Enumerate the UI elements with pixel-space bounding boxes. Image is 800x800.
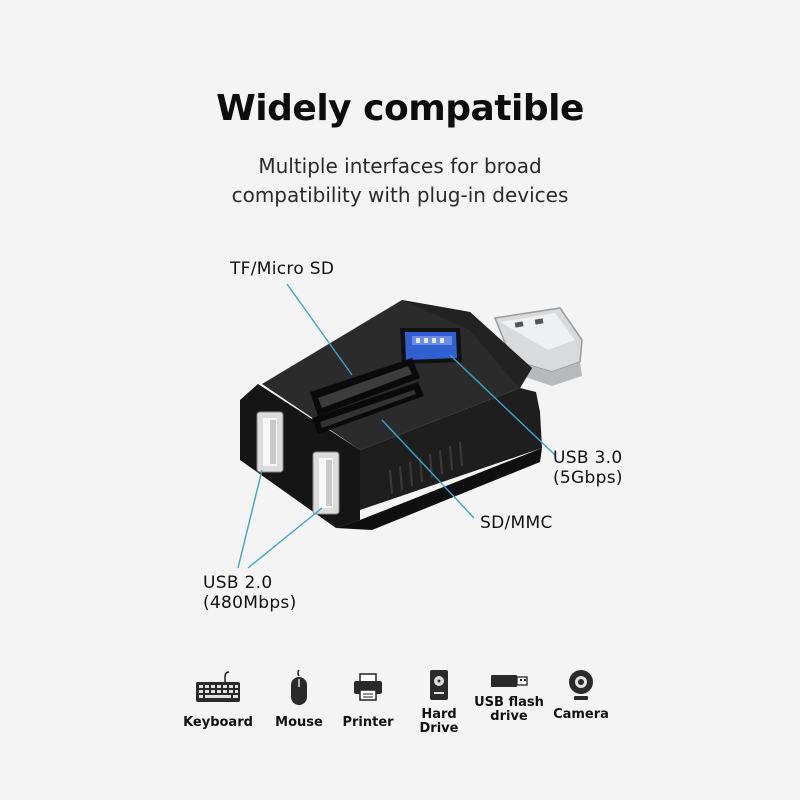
- device-label-line-2: Drive: [419, 721, 459, 736]
- hub-body: [240, 300, 542, 530]
- callout-usb3-speed: (5Gbps): [553, 468, 623, 488]
- usb3-port: [400, 328, 462, 364]
- printer-icon: [354, 673, 382, 701]
- page-subtitle: Multiple interfaces for broad compatibil…: [0, 152, 800, 210]
- device-mouse: Mouse: [266, 668, 332, 730]
- keyboard-icon: [196, 671, 240, 702]
- device-label-line-1: USB flash: [474, 695, 544, 710]
- compatible-devices-row: Keyboard Mouse Printer Hard Drive: [168, 668, 638, 748]
- device-hard-drive: Hard Drive: [414, 668, 464, 736]
- callout-usb2-name: USB 2.0: [203, 573, 273, 593]
- callout-lines: [237, 283, 556, 569]
- device-label-line-1: Hard: [421, 707, 457, 722]
- page-title: Widely compatible: [216, 88, 584, 129]
- subtitle-line-2: compatibility with plug-in devices: [231, 183, 569, 207]
- device-printer: Printer: [338, 668, 398, 730]
- usb2-ports: [256, 411, 340, 515]
- mouse-icon: [291, 669, 307, 705]
- camera-icon: [569, 670, 593, 700]
- callout-tf-micro-sd: TF/Micro SD: [230, 259, 335, 279]
- callout-usb3: USB 3.0 (5Gbps): [553, 448, 623, 488]
- device-label: Keyboard: [183, 715, 253, 730]
- callout-usb3-name: USB 3.0: [553, 448, 623, 468]
- card-slots: [310, 358, 424, 434]
- device-usb-flash-drive: USB flash drive: [472, 668, 546, 724]
- device-label-line-2: drive: [490, 709, 528, 724]
- subtitle-line-1: Multiple interfaces for broad: [258, 154, 542, 178]
- device-label: Printer: [342, 715, 394, 730]
- device-camera: Camera: [548, 668, 614, 722]
- device-label: Mouse: [275, 715, 323, 730]
- callout-sd-mmc: SD/MMC: [480, 513, 553, 533]
- device-label: Camera: [553, 707, 609, 722]
- hard-drive-icon: [430, 670, 448, 700]
- usb-flash-drive-icon: [491, 675, 528, 687]
- callout-usb2: USB 2.0 (480Mbps): [203, 573, 297, 613]
- device-keyboard: Keyboard: [180, 668, 256, 730]
- callout-usb2-speed: (480Mbps): [203, 593, 297, 613]
